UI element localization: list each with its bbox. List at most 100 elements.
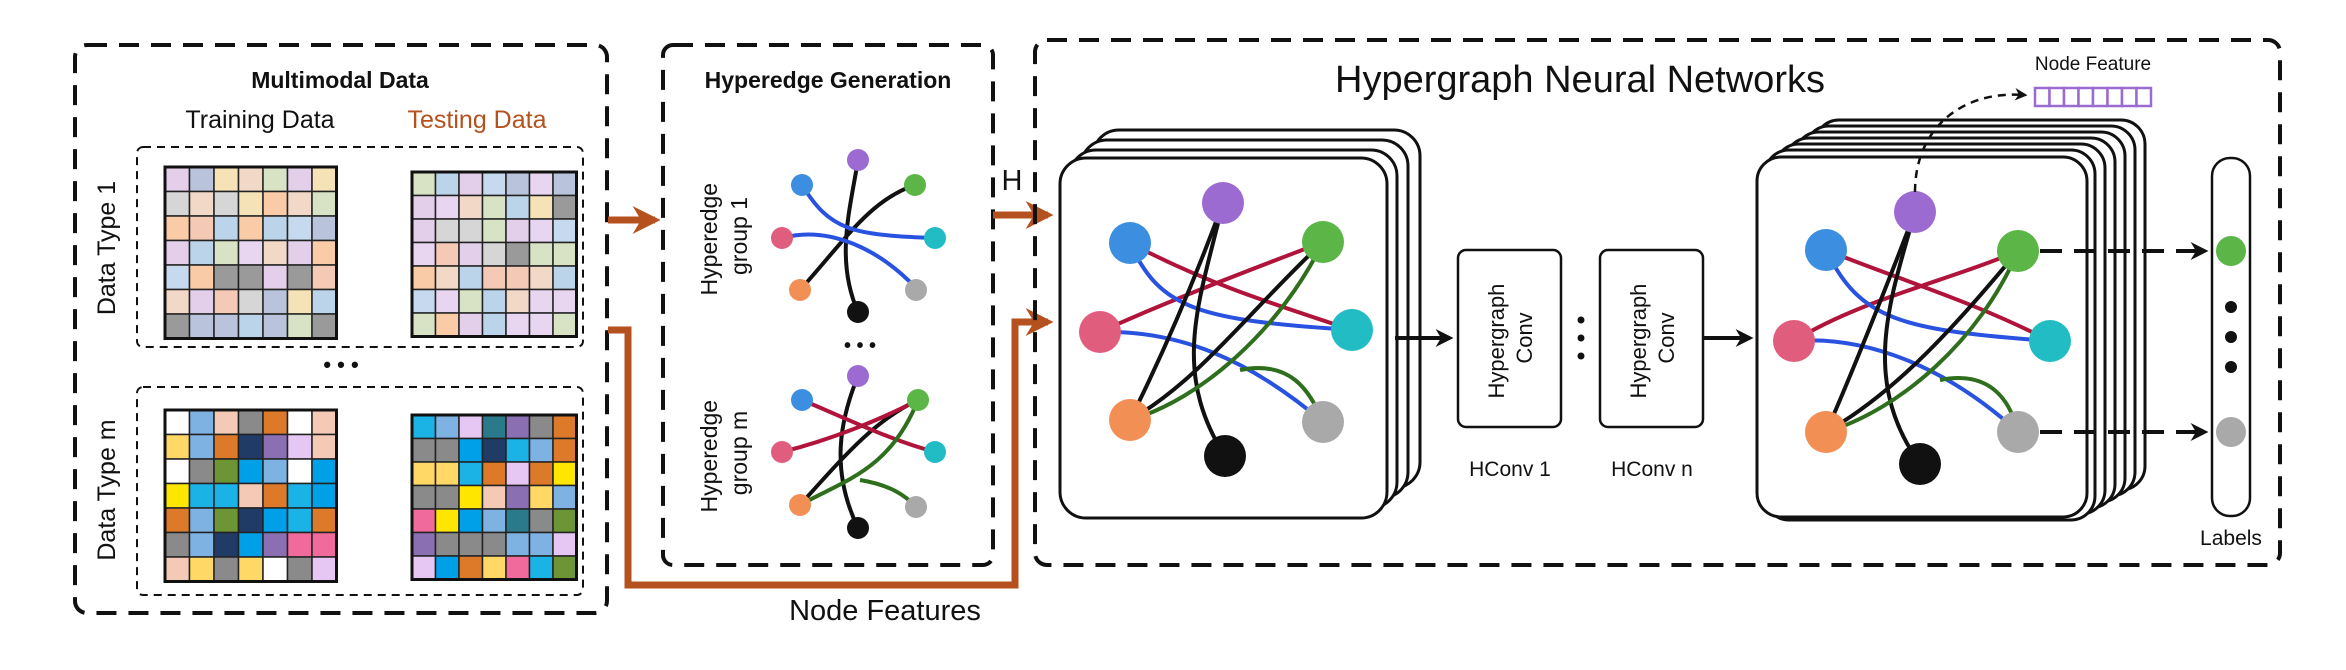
matrix-cell xyxy=(411,531,437,557)
matrix-cell xyxy=(481,484,507,510)
matrix-cell xyxy=(528,531,554,557)
matrix-cell xyxy=(237,409,264,436)
matrix-cell xyxy=(286,482,313,509)
matrix-cell xyxy=(213,288,240,315)
node-purple xyxy=(847,149,869,171)
node-black xyxy=(1899,443,1941,485)
matrix-cell xyxy=(552,288,578,314)
hyperedge-blue xyxy=(781,183,936,290)
matrix-cell xyxy=(262,433,289,460)
conv-ellipsis xyxy=(1577,316,1585,360)
matrix-cell xyxy=(552,265,578,291)
label-gray xyxy=(2216,417,2246,447)
matrix-cell xyxy=(505,218,531,244)
matrix-cell xyxy=(552,312,578,338)
testing-data-type-m-matrix xyxy=(410,413,578,581)
matrix-cell xyxy=(237,166,264,193)
label-dot xyxy=(2225,331,2237,343)
matrix-cell xyxy=(286,313,313,340)
matrix-cell xyxy=(164,239,191,266)
matrix-cell xyxy=(164,482,191,509)
matrix-cell xyxy=(237,531,264,558)
matrix-cell xyxy=(528,461,554,487)
matrix-cell xyxy=(411,241,437,267)
matrix-cell xyxy=(188,288,215,315)
node-green xyxy=(1997,230,2039,272)
matrix-cell xyxy=(552,218,578,244)
matrix-cell xyxy=(188,166,215,193)
matrix-cell xyxy=(213,531,240,558)
hyperedge-green xyxy=(799,399,920,509)
node-black xyxy=(847,517,869,539)
feature-cell xyxy=(2077,86,2095,108)
matrix-cell xyxy=(528,555,554,581)
matrix-cell xyxy=(505,484,531,510)
hyperedge-red xyxy=(1099,240,1353,334)
hconv-1-label: Hypergraph Conv xyxy=(1484,277,1537,398)
hconv-n-block xyxy=(1598,248,1705,429)
matrix-cell xyxy=(311,507,338,534)
hconv-n-label: Hypergraph Conv xyxy=(1626,277,1679,398)
matrix-cell xyxy=(434,265,460,291)
matrix-cell xyxy=(434,414,460,440)
matrix-cell xyxy=(237,458,264,485)
matrix-cell xyxy=(311,482,338,509)
feature-cell xyxy=(2091,86,2109,108)
matrix-cell xyxy=(411,414,437,440)
matrix-cell xyxy=(262,288,289,315)
matrix-cell xyxy=(481,508,507,534)
matrix-cell xyxy=(164,409,191,436)
training-data-type-m-matrix xyxy=(163,408,338,583)
node-cyan xyxy=(924,441,946,463)
node-cyan xyxy=(2029,320,2071,362)
feature-cell xyxy=(2033,86,2051,108)
matrix-cell xyxy=(505,265,531,291)
matrix-cell xyxy=(434,218,460,244)
matrix-cell xyxy=(286,288,313,315)
matrix-cell xyxy=(528,288,554,314)
testing-data-label: Testing Data xyxy=(408,106,547,134)
matrix-cell xyxy=(213,264,240,291)
feature-cell xyxy=(2062,86,2080,108)
matrix-cell xyxy=(286,531,313,558)
node-feature-pointer xyxy=(1913,88,2028,193)
node-gray xyxy=(1997,411,2039,453)
matrix-cell xyxy=(213,166,240,193)
node-pink xyxy=(1773,320,1815,362)
matrix-cell xyxy=(411,265,437,291)
hypergraph-neural-networks-panel xyxy=(1033,38,2282,567)
matrix-cell xyxy=(434,461,460,487)
hconv-1-caption: HConv 1 xyxy=(1469,458,1551,481)
output-hypergraph-stack xyxy=(1755,118,2147,522)
matrix-cell xyxy=(505,171,531,197)
matrix-cell xyxy=(286,190,313,217)
matrix-cell xyxy=(458,218,484,244)
matrix-cell xyxy=(164,288,191,315)
matrix-border xyxy=(410,170,578,338)
feature-cell xyxy=(2120,86,2138,108)
label-dot xyxy=(2225,301,2237,313)
matrix-cell xyxy=(237,313,264,340)
matrix-cell xyxy=(434,312,460,338)
matrix-cell xyxy=(481,414,507,440)
multimodal-data-panel xyxy=(73,43,609,615)
node-orange xyxy=(1805,411,1847,453)
matrix-cell xyxy=(552,555,578,581)
hyperedge-black xyxy=(798,375,919,529)
matrix-cell xyxy=(237,264,264,291)
node-green xyxy=(1302,221,1344,263)
matrix-cell xyxy=(434,555,460,581)
matrix-cell xyxy=(458,555,484,581)
matrix-cell xyxy=(262,458,289,485)
matrix-cell xyxy=(311,433,338,460)
matrix-cell xyxy=(458,265,484,291)
matrix-cell xyxy=(188,239,215,266)
matrix-cell xyxy=(481,555,507,581)
labels-caption: Labels xyxy=(2200,527,2262,550)
input-hypergraph xyxy=(1079,182,1373,477)
data-type-1-box xyxy=(136,146,584,348)
hyperedge-red xyxy=(1792,248,2051,343)
matrix-cell xyxy=(213,433,240,460)
matrix-cell xyxy=(481,461,507,487)
matrix-cell xyxy=(286,556,313,583)
